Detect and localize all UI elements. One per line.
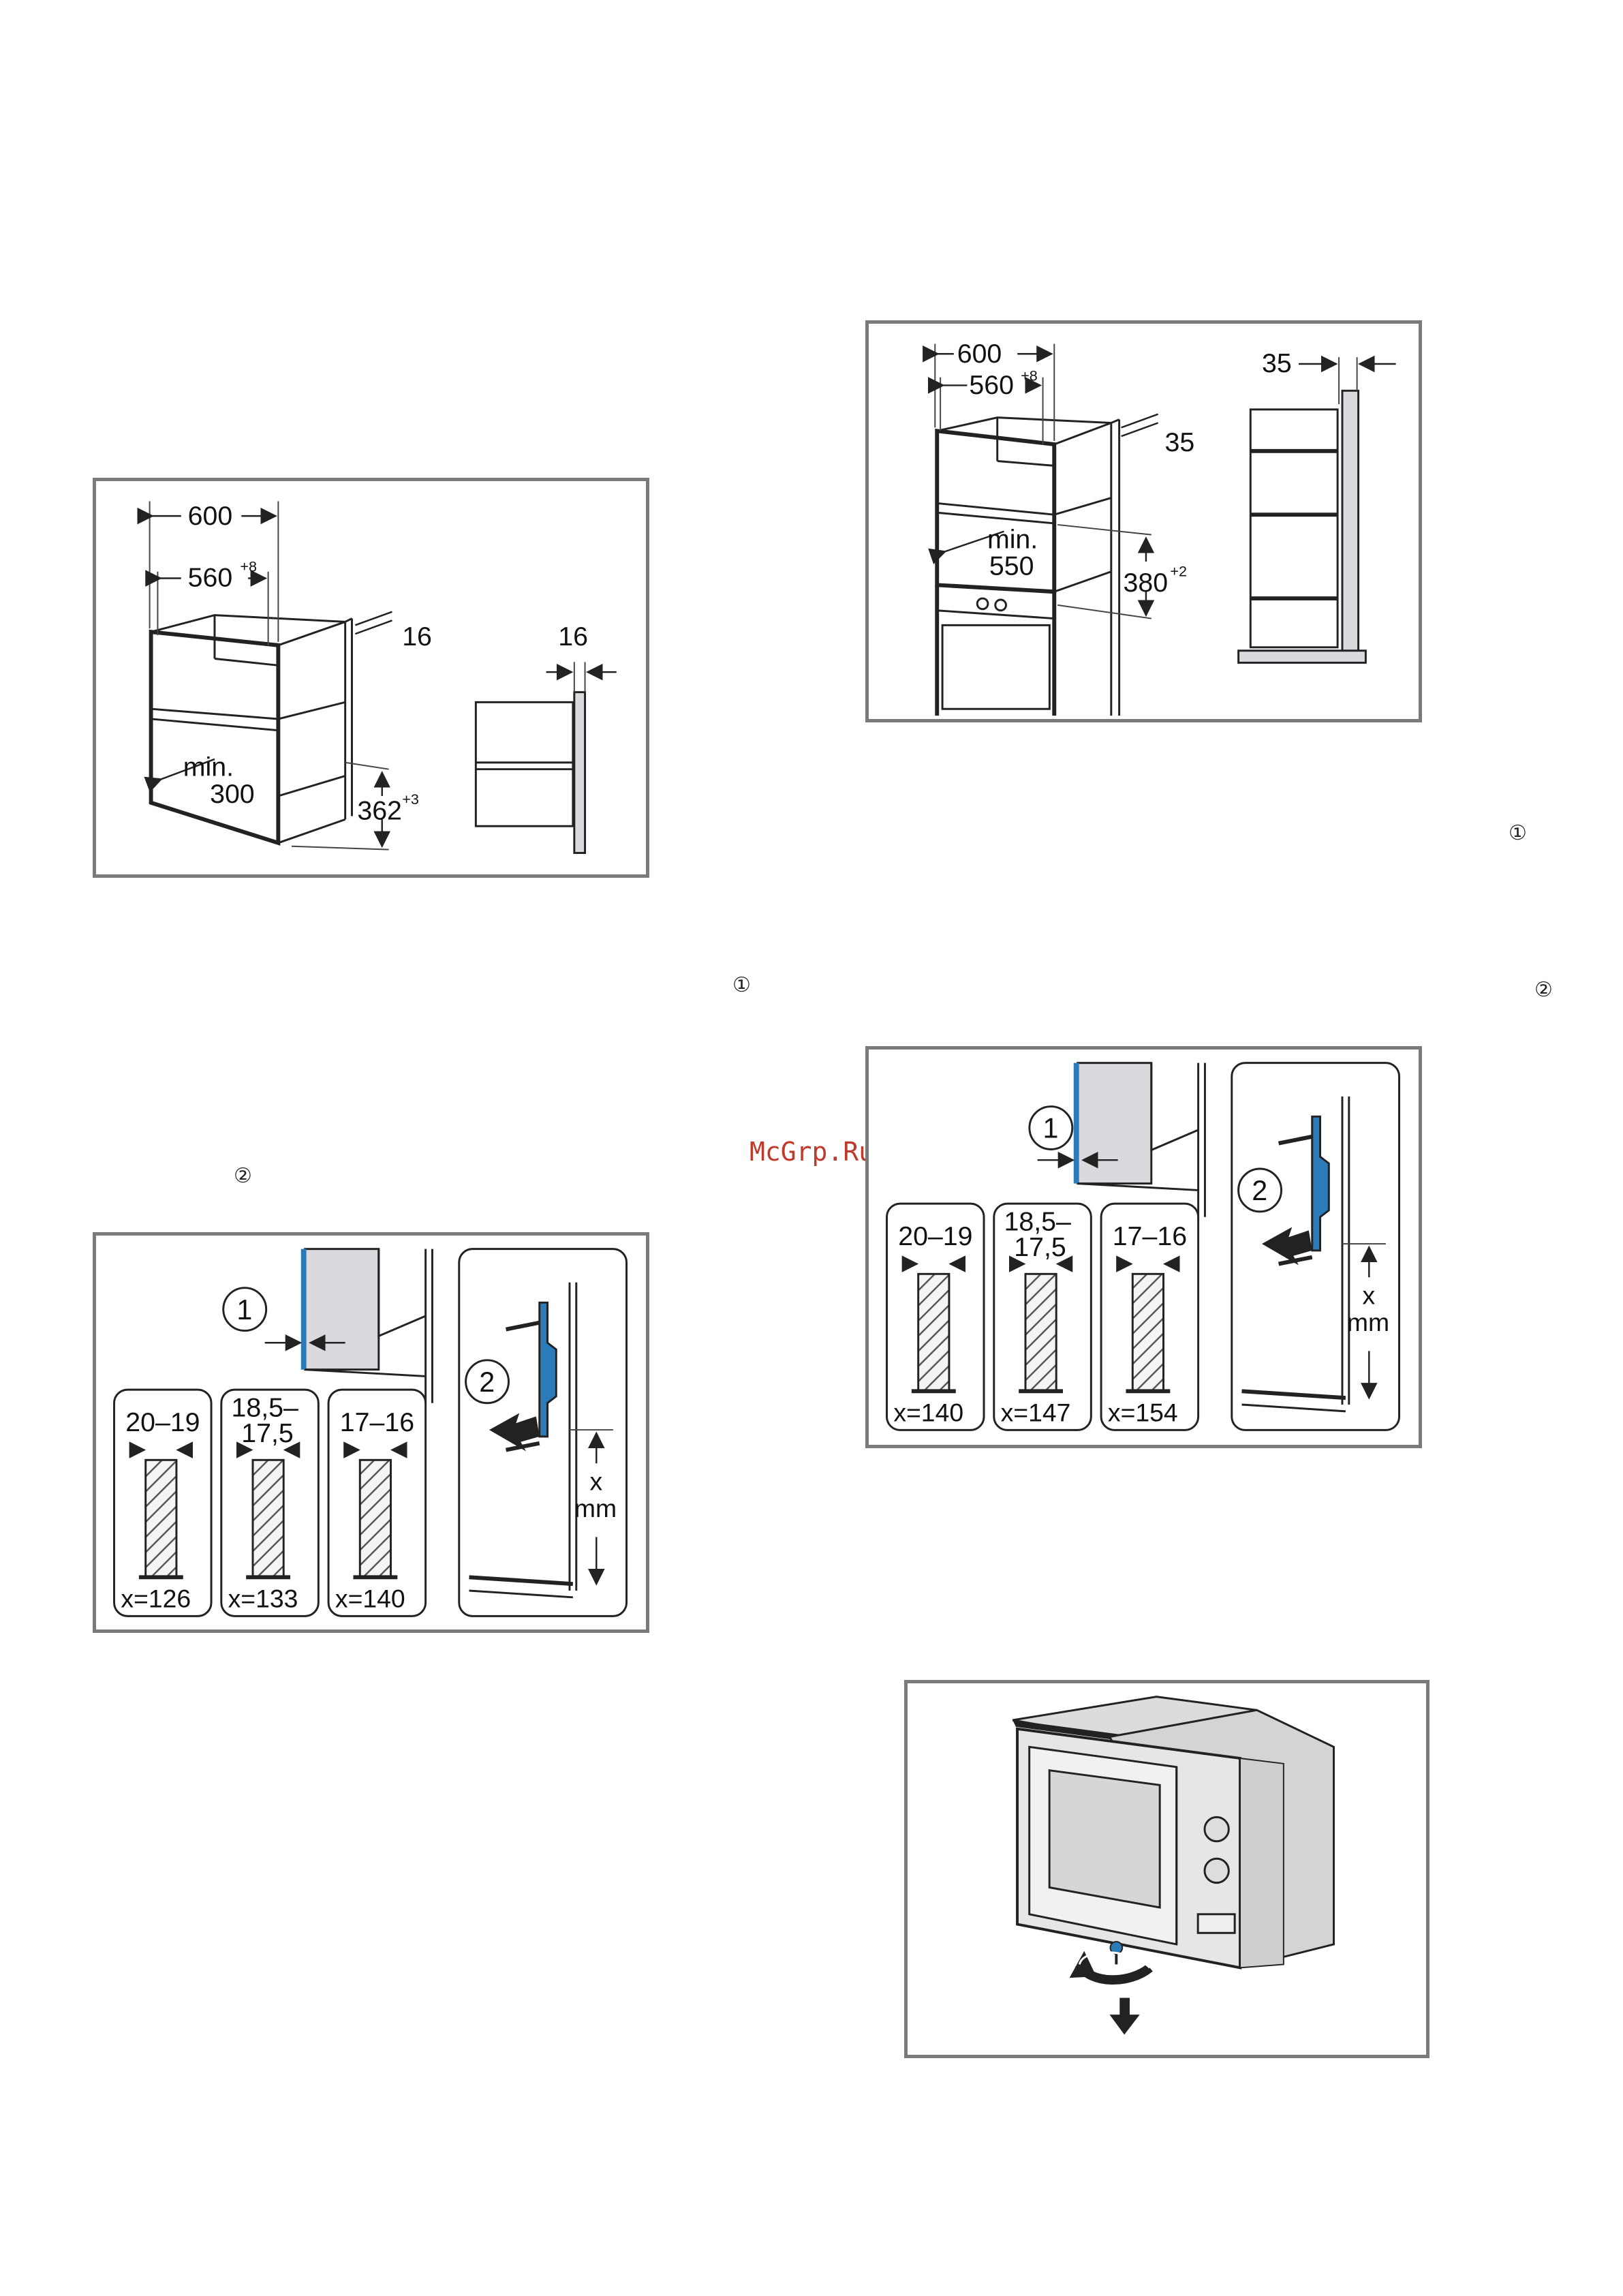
min-label-left: min. [183, 752, 234, 782]
watermark-text: McGrp.Ru [749, 1137, 874, 1167]
panel-3-x-value-right: x=154 [1108, 1398, 1178, 1427]
figure-cabinet-dimensions-left: 600 560 +8 16 min. 300 362 +3 16 [93, 478, 649, 878]
x-label-left: x [589, 1467, 602, 1496]
figure-cabinet-dimensions-right: 600 560 +8 35 min. 550 380 +2 35 [865, 320, 1422, 722]
min-value-300: 300 [210, 779, 255, 809]
step-marker-1-right: ① [1509, 821, 1527, 845]
panel-1-x-value-right: x=140 [893, 1398, 963, 1427]
side-dim-35-label: 35 [1262, 348, 1292, 378]
side-dim-16-label: 16 [558, 622, 588, 652]
panel-2-range-line2: 17,5 [241, 1418, 293, 1448]
spacer-drawing-left: 1 2 x mm 20–19 x=126 18,5– 17,5 x [96, 1236, 646, 1629]
mm-label-left: mm [574, 1494, 617, 1522]
dim-16-top-label: 16 [402, 622, 432, 652]
panel-2-x-value: x=133 [228, 1585, 298, 1613]
panel-3-x-value: x=140 [335, 1585, 405, 1613]
step-marker-2-right: ② [1534, 978, 1553, 1002]
panel-3-range: 17–16 [340, 1407, 414, 1437]
callout-1-left: 1 [236, 1294, 252, 1326]
dim-560-right-tolerance: +8 [1021, 367, 1038, 384]
figure-spacer-install-left: 1 2 x mm 20–19 x=126 18,5– 17,5 x [93, 1232, 649, 1633]
dim-560-label: 560 [188, 562, 233, 592]
dim-362-label: 362 [357, 795, 402, 825]
microwave-drawing [908, 1683, 1426, 2055]
callout-2-left: 2 [479, 1366, 495, 1398]
spacer-drawing-right: 1 2 x mm 20–19 x=140 18,5– 17,5 x=147 [869, 1050, 1419, 1445]
panel-2-range-line2-right: 17,5 [1014, 1232, 1066, 1262]
dim-560-right-label: 560 [969, 370, 1014, 400]
min-value-550: 550 [989, 551, 1034, 581]
panel-3-range-right: 17–16 [1113, 1221, 1187, 1251]
callout-2-right: 2 [1252, 1175, 1267, 1206]
figure-spacer-install-right: 1 2 x mm 20–19 x=140 18,5– 17,5 x=147 [865, 1046, 1422, 1448]
dim-600-label: 600 [188, 501, 233, 531]
dim-600-right-label: 600 [957, 339, 1002, 369]
dim-560-tolerance: +8 [240, 558, 257, 575]
panel-1-range-right: 20–19 [898, 1221, 972, 1251]
cabinet-drawing-left: 600 560 +8 16 min. 300 362 +3 16 [96, 481, 646, 874]
panel-2-x-value-right: x=147 [1001, 1398, 1071, 1427]
cabinet-drawing-right: 600 560 +8 35 min. 550 380 +2 35 [869, 324, 1419, 719]
mm-label-right: mm [1347, 1308, 1389, 1336]
min-label-right: min. [987, 524, 1038, 554]
dim-380-tolerance: +2 [1170, 563, 1187, 580]
dim-35-top-label: 35 [1164, 427, 1194, 457]
dim-362-tolerance: +3 [402, 791, 419, 808]
figure-microwave-fixing [904, 1680, 1429, 2058]
callout-1-right: 1 [1043, 1113, 1059, 1144]
panel-1-x-value: x=126 [121, 1585, 191, 1613]
x-label-right: x [1362, 1281, 1375, 1310]
step-marker-1-left: ① [732, 973, 751, 997]
step-marker-2-left: ② [234, 1164, 252, 1188]
panel-1-range: 20–19 [125, 1407, 200, 1437]
dim-380-label: 380 [1124, 568, 1169, 598]
